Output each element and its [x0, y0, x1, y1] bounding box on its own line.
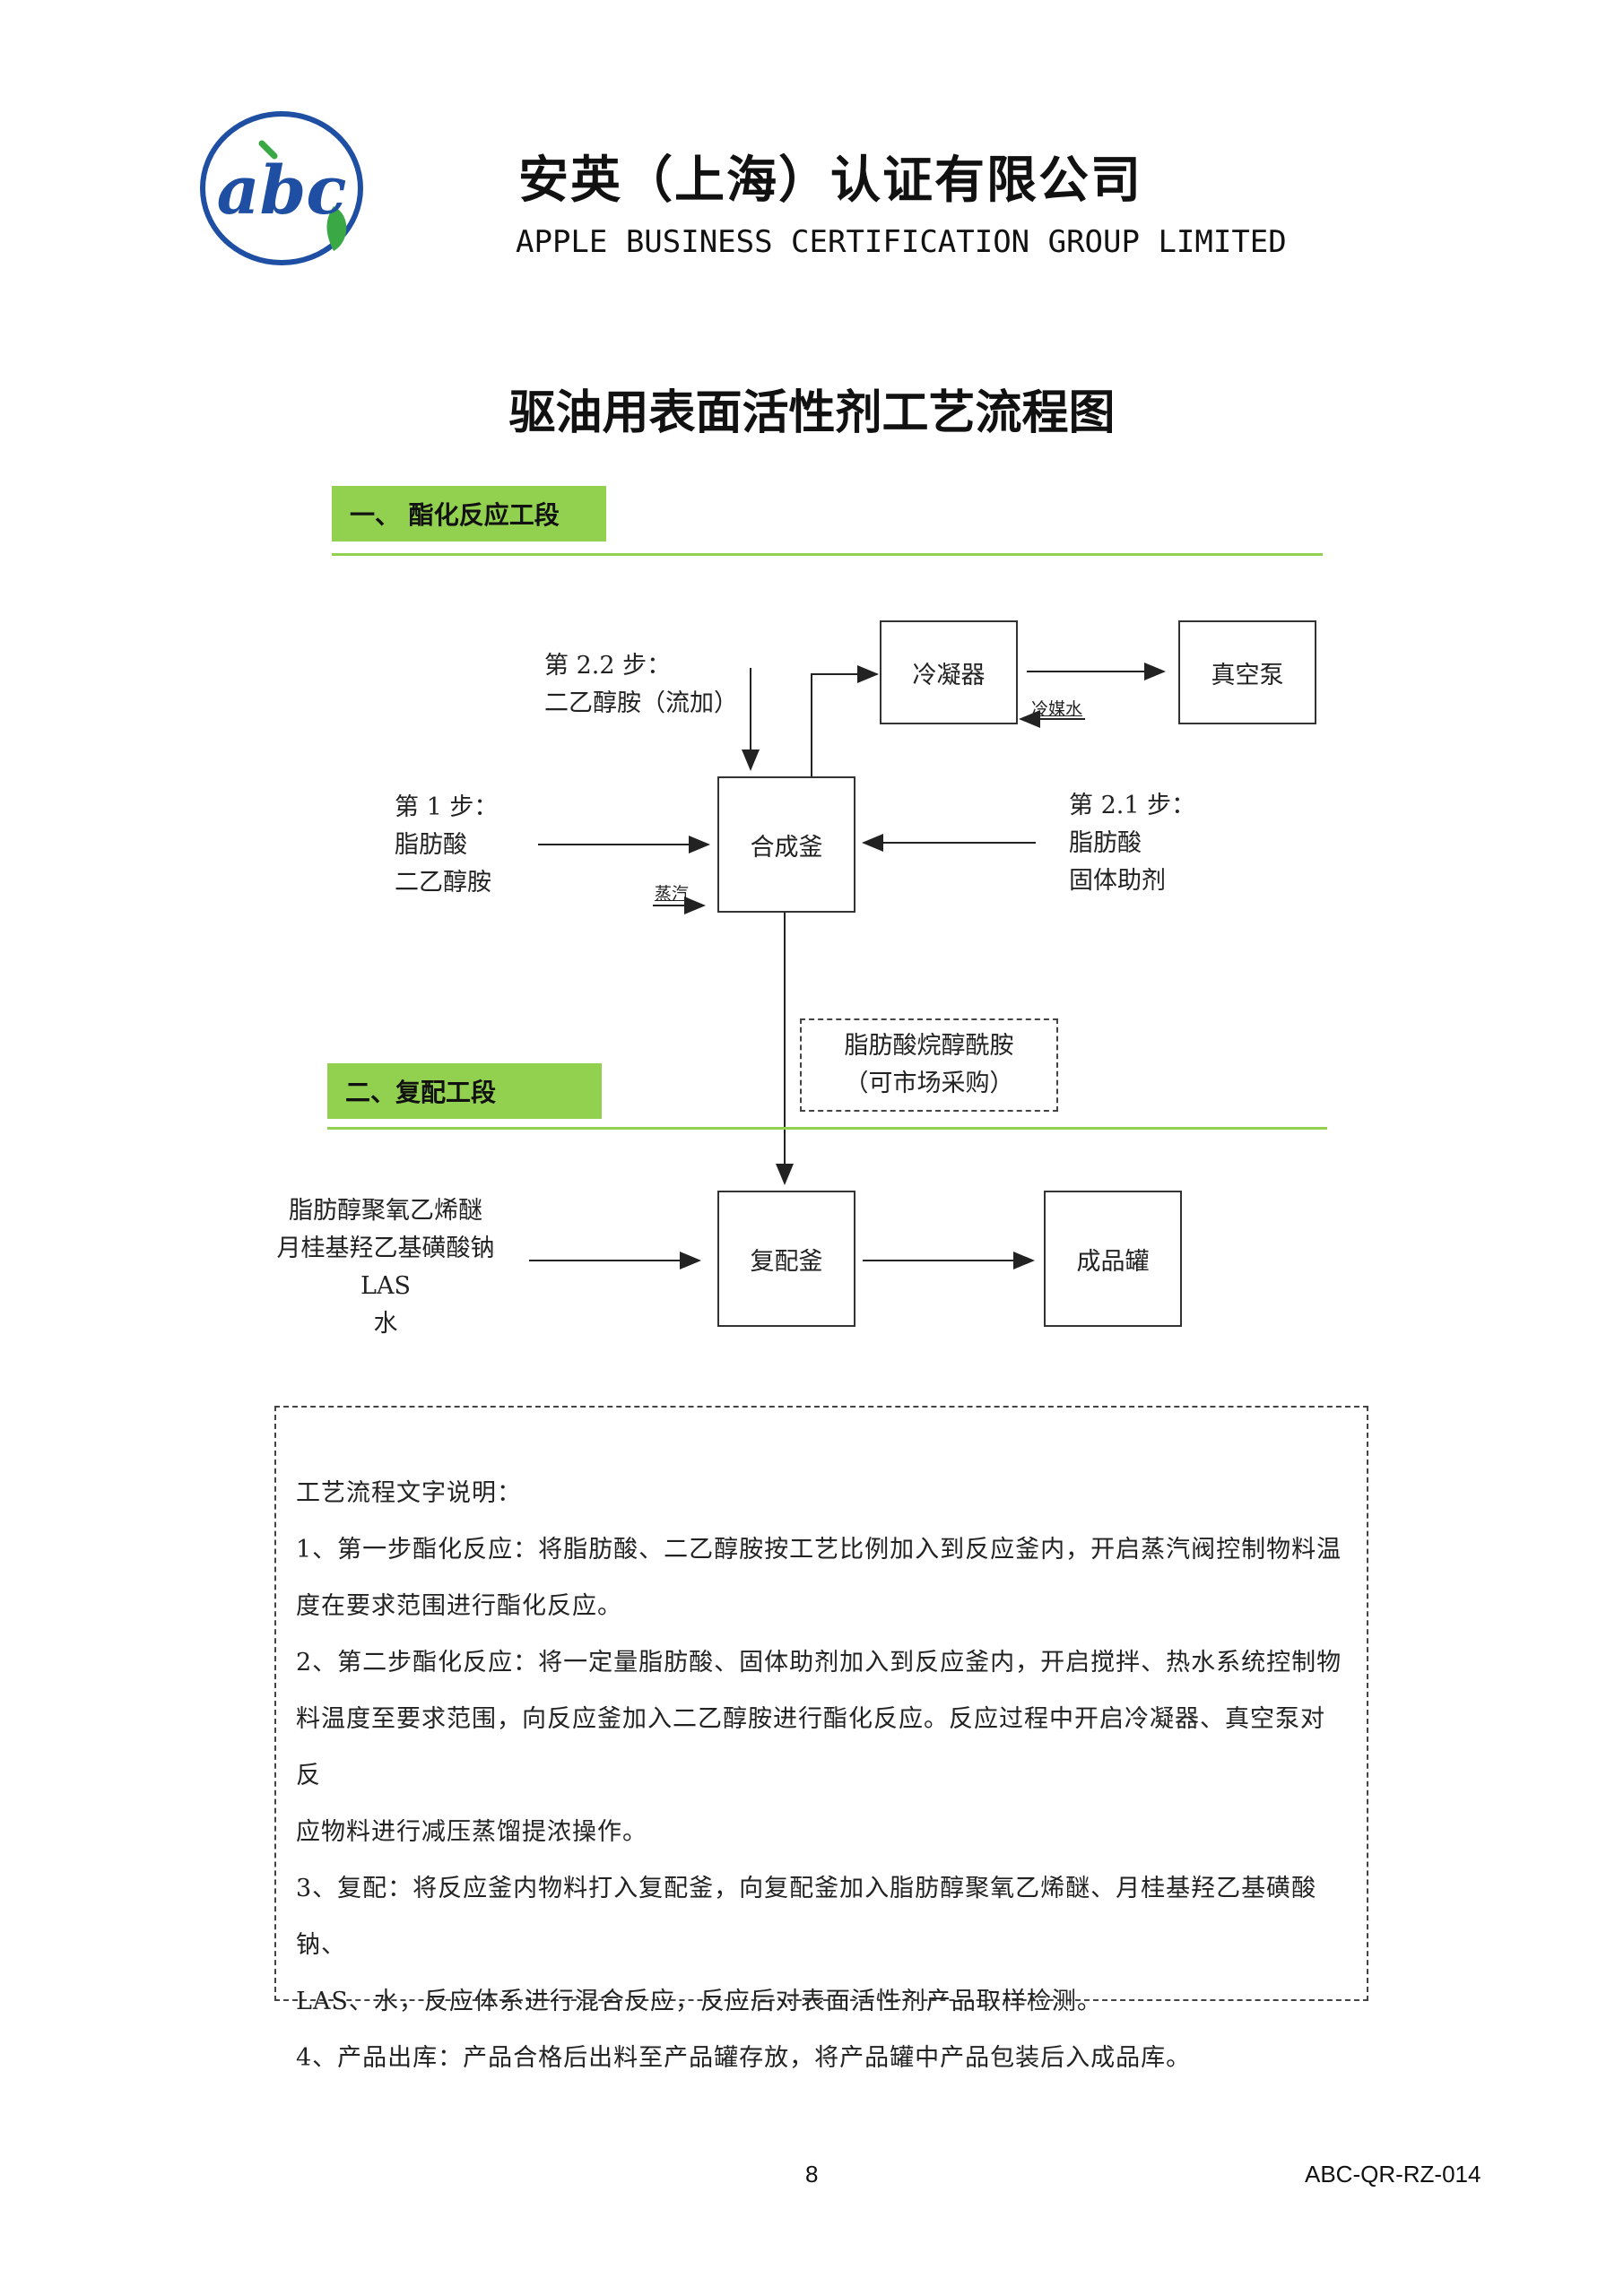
description-heading: 工艺流程文字说明： [296, 1479, 522, 1507]
section-label: 二、复配工段 [345, 1078, 497, 1107]
description-line: 4、产品出库：产品合格后出料至产品罐存放，将产品罐中产品包装后入成品库。 [296, 2044, 1192, 2072]
product-tank-box: 成品罐 [1044, 1191, 1182, 1327]
step22-material: 二乙醇胺（流加） [544, 689, 738, 717]
purchased-alternative-box: 脂肪酸烷醇酰胺 （可市场采购） [800, 1018, 1058, 1112]
flow-connectors [529, 663, 1166, 1269]
purchased-note: （可市场采购） [844, 1070, 1014, 1097]
section-rule [332, 553, 1323, 556]
steam-label: 蒸汽 [655, 884, 690, 904]
condenser-label: 冷凝器 [912, 661, 986, 689]
blender-label: 复配釜 [750, 1247, 823, 1276]
description-line: 料温度至要求范围，向反应釜加入二乙醇胺进行酯化反应。反应过程中开启冷凝器、真空泵… [296, 1705, 1325, 1789]
section-rule [327, 1127, 1327, 1130]
purchased-name: 脂肪酸烷醇酰胺 [844, 1032, 1014, 1060]
blend-input-2: 月桂基羟乙基磺酸钠 [276, 1235, 495, 1262]
step1-label: 第 1 步： 脂肪酸 二乙醇胺 [395, 789, 498, 902]
blend-input-4: 水 [373, 1310, 398, 1338]
step1-title: 第 1 步： [395, 793, 499, 821]
blend-input-1: 脂肪醇聚氧乙烯醚 [289, 1197, 482, 1225]
description-line: 应物料进行减压蒸馏提浓操作。 [296, 1818, 647, 1846]
arrow-reactor-to-condenser [811, 665, 879, 776]
company-name-cn: 安英（上海）认证有限公司 [518, 151, 1142, 210]
description-line: 度在要求范围进行酯化反应。 [296, 1592, 622, 1620]
product-tank-label: 成品罐 [1076, 1247, 1150, 1276]
step21-material-1: 脂肪酸 [1069, 829, 1142, 857]
blender-box: 复配釜 [717, 1191, 855, 1327]
reactor-label: 合成釜 [750, 833, 823, 862]
step21-title: 第 2.1 步： [1069, 792, 1196, 819]
blend-input-3: LAS [360, 1272, 411, 1300]
condenser-box: 冷凝器 [880, 620, 1018, 724]
company-name-en: APPLE BUSINESS CERTIFICATION GROUP LIMIT… [516, 224, 1287, 260]
document-code: ABC-QR-RZ-014 [1305, 2161, 1481, 2188]
reactor-box: 合成釜 [717, 776, 855, 913]
step22-label: 第 2.2 步： 二乙醇胺（流加） [544, 647, 738, 723]
logo-text: abc [217, 152, 347, 230]
coolant-label: 冷媒水 [1031, 699, 1083, 719]
section-banner-blending: 二、复配工段 [327, 1063, 602, 1119]
page-number: 8 [805, 2161, 819, 2188]
document-title: 驱油用表面活性剂工艺流程图 [508, 386, 1116, 440]
blend-inputs-label: 脂肪醇聚氧乙烯醚 月桂基羟乙基磺酸钠 LAS 水 [269, 1192, 502, 1343]
section-banner-esterification: 一、 酯化反应工段 [332, 486, 606, 542]
description-line: LAS、水，反应体系进行混合反应，反应后对表面活性剂产品取样检测。 [296, 1988, 1102, 2015]
description-line: 2、第二步酯化反应：将一定量脂肪酸、固体助剂加入到反应釜内，开启搅拌、热水系统控… [296, 1649, 1342, 1677]
step21-label: 第 2.1 步： 脂肪酸 固体助剂 [1069, 787, 1195, 900]
step1-material-1: 脂肪酸 [395, 831, 467, 859]
process-description-box: 工艺流程文字说明： 1、第一步酯化反应：将脂肪酸、二乙醇胺按工艺比例加入到反应釜… [274, 1406, 1368, 2072]
section-label: 一、 酯化反应工段 [350, 500, 560, 530]
description-line: 3、复配：将反应釜内物料打入复配釜，向复配釜加入脂肪醇聚氧乙烯醚、月桂基羟乙基磺… [296, 1875, 1317, 1959]
step1-material-2: 二乙醇胺 [395, 869, 491, 897]
vacuum-pump-box: 真空泵 [1178, 620, 1316, 724]
step21-material-2: 固体助剂 [1069, 867, 1166, 895]
step22-title: 第 2.2 步： [544, 652, 672, 680]
description-line: 1、第一步酯化反应：将脂肪酸、二乙醇胺按工艺比例加入到反应釜内，开启蒸汽阀控制物… [296, 1536, 1342, 1564]
company-logo: abc [199, 108, 369, 269]
vacuum-pump-label: 真空泵 [1211, 661, 1284, 689]
